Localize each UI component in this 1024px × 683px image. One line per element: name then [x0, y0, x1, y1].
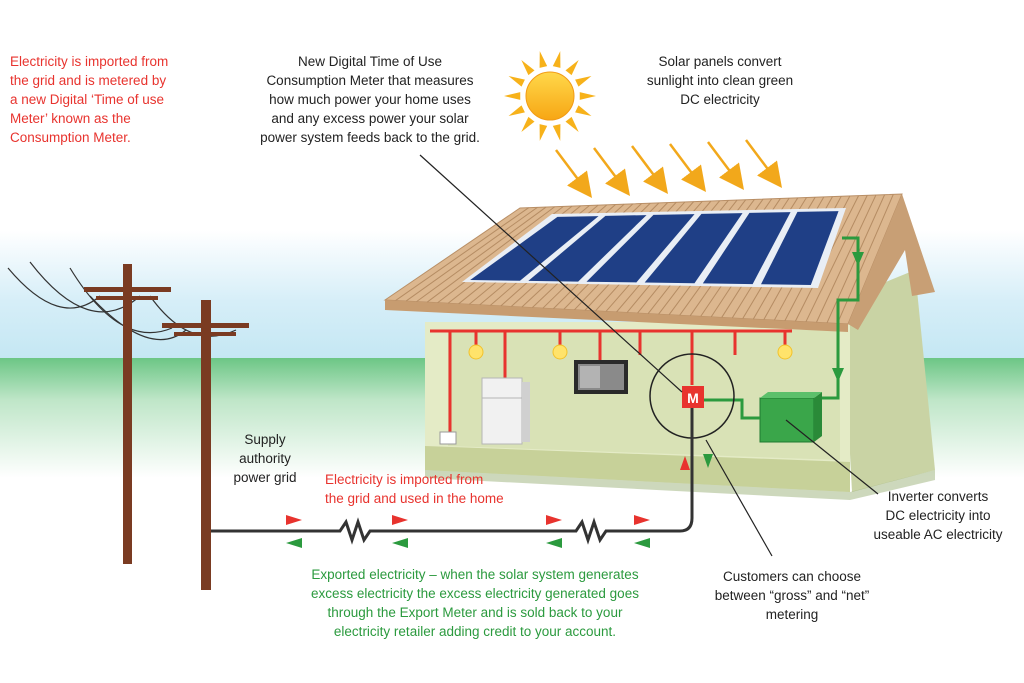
- roof-stripe: [815, 194, 877, 323]
- solar-panel: [761, 211, 839, 285]
- solar-panel: [702, 212, 791, 285]
- meter-label: M: [687, 390, 699, 406]
- roof-stripe: [837, 194, 894, 324]
- roof-stripe: [395, 207, 529, 301]
- refrigerator: [481, 377, 530, 445]
- sun-ray: [565, 116, 579, 132]
- solar-panel: [528, 215, 647, 282]
- ac-line: [704, 398, 760, 420]
- sun-ray: [521, 60, 535, 76]
- meter-export-arrow: [703, 454, 713, 468]
- television: [574, 360, 628, 394]
- consumption-meter-note: New Digital Time of Use Consumption Mete…: [260, 54, 480, 145]
- supply-grid-note: Supply authority power grid: [233, 432, 297, 485]
- bulb-2: [552, 344, 568, 360]
- solar-panels: [462, 208, 846, 288]
- dc-line: [818, 236, 860, 400]
- sun-ray: [539, 51, 548, 68]
- sun-ray: [508, 105, 525, 116]
- solar-panels-note: Solar panels convert sunlight into clean…: [646, 54, 794, 107]
- house-wiring: [430, 329, 792, 440]
- roof-stripe: [405, 206, 538, 302]
- sun-ray: [575, 105, 592, 116]
- sun-ray: [552, 51, 561, 68]
- import-arrows: [286, 515, 650, 525]
- utility-pole-2: [162, 300, 249, 590]
- service-line: [211, 408, 694, 545]
- sun-ray: [504, 92, 521, 100]
- meter-import-arrow: [680, 456, 690, 470]
- imported-electricity-note: Electricity is imported from the grid an…: [325, 472, 504, 506]
- metering-note: Customers can choose between “gross” and…: [714, 569, 870, 622]
- sunbeams: [555, 139, 782, 198]
- roof-stripe: [426, 206, 556, 303]
- light-bulbs: [468, 344, 793, 360]
- sun-ray: [579, 92, 596, 100]
- grid-import-meter-note: Electricity is imported from the grid an…: [10, 54, 169, 145]
- inverter: [759, 392, 822, 443]
- sun-ray: [575, 76, 592, 87]
- sun-ray: [508, 76, 525, 87]
- solar-panel: [644, 213, 743, 284]
- power-outlet: [439, 431, 457, 445]
- bulb-1: [468, 344, 484, 360]
- solar-panel: [586, 214, 695, 283]
- roof-stripe: [805, 195, 868, 323]
- leader-lines: [419, 154, 879, 557]
- export-arrows: [286, 538, 650, 548]
- sun-ray: [521, 116, 535, 132]
- consumption-meter: [682, 386, 704, 408]
- sun-ray: [565, 60, 579, 76]
- dc-arrow-2: [832, 368, 844, 382]
- sun-ray: [552, 124, 561, 141]
- sun: [504, 51, 596, 141]
- solar-panel: [470, 216, 599, 281]
- inverter-note: Inverter converts DC electricity into us…: [873, 489, 1003, 542]
- bulb-3: [777, 344, 793, 360]
- utility-pole-1: [84, 264, 171, 564]
- roof-stripe: [416, 206, 547, 303]
- exported-electricity-note: Exported electricity – when the solar sy…: [311, 567, 639, 639]
- dc-arrow-1: [852, 252, 864, 266]
- sun-ray: [539, 124, 548, 141]
